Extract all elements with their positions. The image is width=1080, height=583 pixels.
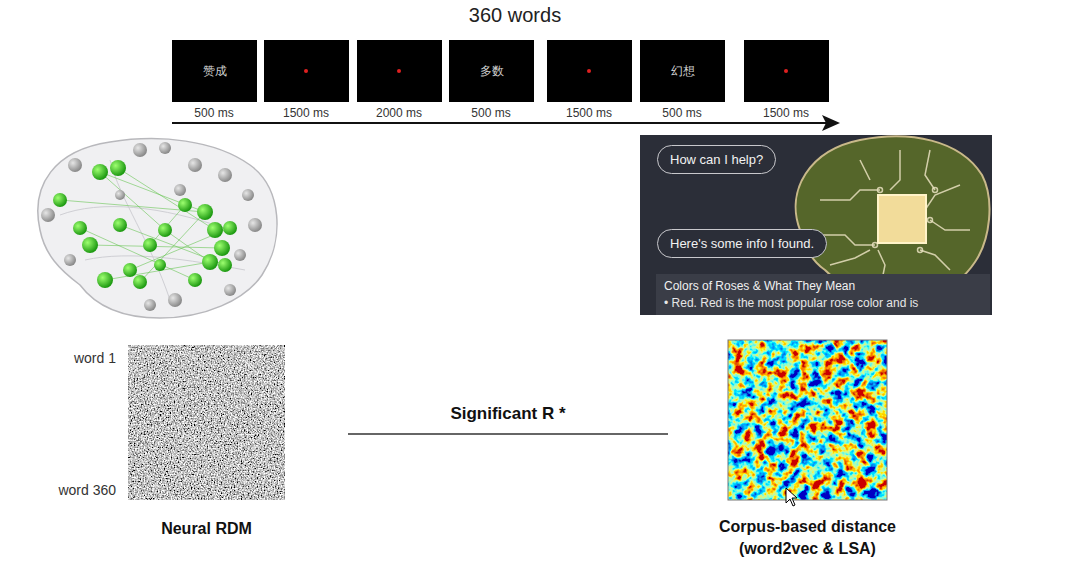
node-text: Corpus-based distance (word2vec & LSA)	[698, 516, 918, 559]
chat-bubble: How can I help?	[657, 145, 776, 174]
duration-label: 500 ms	[471, 106, 510, 120]
title: 360 words	[0, 4, 1030, 27]
duration-label: 1500 ms	[283, 106, 329, 120]
stimulus-screens	[172, 40, 829, 102]
duration-label: 1500 ms	[763, 106, 809, 120]
neural-rdm-image	[128, 345, 285, 500]
node-text: Neural RDM	[161, 520, 252, 538]
mouse-cursor	[786, 488, 797, 506]
duration-label: 500 ms	[194, 106, 233, 120]
connector	[348, 434, 668, 435]
node-text: 幻想	[671, 63, 695, 80]
node-text: 多数	[480, 63, 504, 80]
brain-network	[38, 139, 277, 318]
duration-label: 1500 ms	[566, 106, 612, 120]
rdm-box: Corpus-based distance (word2vec & LSA)	[728, 340, 887, 500]
timeline-head	[822, 115, 840, 131]
node-text: How can I help?	[670, 152, 763, 167]
axis-label: word 1	[74, 350, 116, 366]
rdm-box: Neural RDM	[128, 345, 285, 500]
duration-label: 2000 ms	[376, 106, 422, 120]
ai-panel	[640, 135, 992, 315]
stimulus-screen: 幻想	[640, 40, 725, 102]
chat-bubble: Here's some info I found.	[657, 229, 827, 258]
node-text: Colors of Roses & What They Mean	[664, 279, 982, 293]
timeline	[172, 122, 826, 124]
node-text: Here's some info I found.	[670, 236, 814, 251]
corpus-rdm-image	[728, 340, 887, 500]
node-text: 赞成	[203, 63, 227, 80]
connector-line	[348, 433, 668, 435]
axis-label: word 360	[58, 482, 116, 498]
node-text: • Red. Red is the most popular rose colo…	[664, 296, 982, 310]
edge-label: Significant R *	[447, 404, 568, 424]
stimulus-screen: 多数	[449, 40, 534, 102]
duration-label: 500 ms	[662, 106, 701, 120]
stimulus-screen: 赞成	[172, 40, 257, 102]
info-panel: Colors of Roses & What They Mean • Red. R…	[656, 274, 990, 315]
